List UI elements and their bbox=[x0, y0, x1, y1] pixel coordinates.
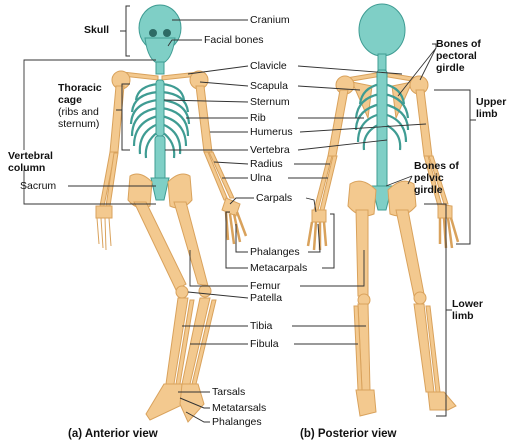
pelvic-girdle-line-3: girdle bbox=[414, 184, 459, 196]
thoracic-cage-line-4: sternum) bbox=[58, 118, 102, 130]
label-ulna: Ulna bbox=[250, 172, 272, 184]
pectoral-girdle-line-1: Bones of bbox=[436, 38, 481, 50]
label-metacarpals: Metacarpals bbox=[250, 262, 307, 274]
label-fibula: Fibula bbox=[250, 338, 279, 350]
upper-limb-line-2: limb bbox=[476, 108, 506, 120]
upper-limb-line-1: Upper bbox=[476, 96, 506, 108]
group-vertebral-column: Vertebral column bbox=[8, 150, 53, 174]
vertebral-column-line-1: Vertebral bbox=[8, 150, 53, 162]
label-metatarsals: Metatarsals bbox=[212, 402, 266, 414]
posterior-vertebral-column bbox=[377, 70, 387, 190]
lower-limb-line-2: limb bbox=[452, 310, 483, 322]
label-clavicle: Clavicle bbox=[250, 60, 287, 72]
label-phalanges-hand: Phalanges bbox=[250, 246, 300, 258]
thoracic-cage-line-2: cage bbox=[58, 94, 102, 106]
label-cranium: Cranium bbox=[250, 14, 290, 26]
pelvic-girdle-line-1: Bones of bbox=[414, 160, 459, 172]
group-upper-limb: Upper limb bbox=[476, 96, 506, 120]
caption-posterior-view: (b) Posterior view bbox=[300, 428, 397, 440]
label-sternum: Sternum bbox=[250, 96, 290, 108]
anterior-sacrum bbox=[151, 178, 169, 200]
label-carpals: Carpals bbox=[256, 192, 292, 204]
thoracic-cage-line-3: (ribs and bbox=[58, 106, 102, 118]
label-facial-bones: Facial bones bbox=[204, 34, 264, 46]
label-tarsals: Tarsals bbox=[212, 386, 245, 398]
pectoral-girdle-line-2: pectoral bbox=[436, 50, 481, 62]
group-pectoral-girdle: Bones of pectoral girdle bbox=[436, 38, 481, 74]
anterior-sternum bbox=[156, 80, 164, 136]
label-sacrum: Sacrum bbox=[20, 180, 56, 192]
label-patella: Patella bbox=[250, 292, 282, 304]
group-thoracic-cage: Thoracic cage (ribs and sternum) bbox=[58, 82, 102, 130]
anterior-skeleton bbox=[96, 5, 246, 422]
anterior-vertebral-column bbox=[155, 136, 165, 180]
label-radius: Radius bbox=[250, 158, 283, 170]
pelvic-girdle-line-2: pelvic bbox=[414, 172, 459, 184]
label-femur: Femur bbox=[250, 280, 280, 292]
label-vertebra: Vertebra bbox=[250, 144, 290, 156]
label-scapula: Scapula bbox=[250, 80, 288, 92]
caption-anterior-view: (a) Anterior view bbox=[68, 428, 158, 440]
group-pelvic-girdle: Bones of pelvic girdle bbox=[414, 160, 459, 196]
vertebral-column-line-2: column bbox=[8, 162, 53, 174]
label-rib: Rib bbox=[250, 112, 266, 124]
lower-limb-line-1: Lower bbox=[452, 298, 483, 310]
label-humerus: Humerus bbox=[250, 126, 293, 138]
label-phalanges-foot: Phalanges bbox=[212, 416, 262, 428]
group-lower-limb: Lower limb bbox=[452, 298, 483, 322]
pectoral-girdle-line-3: girdle bbox=[436, 62, 481, 74]
label-tibia: Tibia bbox=[250, 320, 272, 332]
posterior-skull bbox=[359, 4, 405, 56]
thoracic-cage-line-1: Thoracic bbox=[58, 82, 102, 94]
label-skull: Skull bbox=[84, 24, 109, 36]
